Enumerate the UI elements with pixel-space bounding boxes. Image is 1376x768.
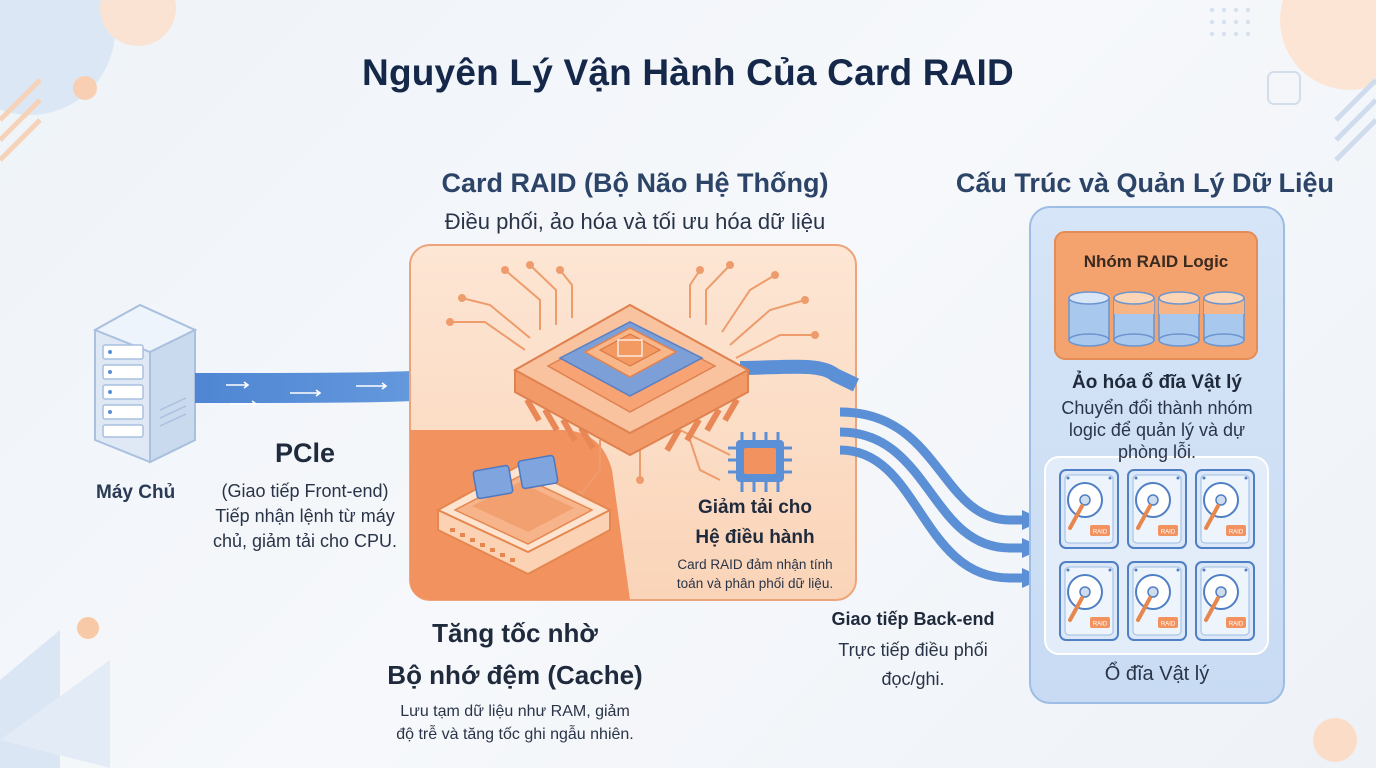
pcie-desc-line2: chủ, giảm tải cho CPU.: [212, 531, 398, 551]
physical-disks-label: Ổ đĩa Vật lý: [1104, 663, 1210, 685]
os-offload-chip-icon: [728, 432, 792, 492]
hard-disk-icon: RAID: [1195, 561, 1255, 641]
virtualization-desc-line2: logic để quản lý và dự: [1068, 420, 1246, 440]
cache-memory-icon: [435, 454, 613, 576]
hard-disk-icon: RAID: [1127, 561, 1187, 641]
storage-header: Cấu Trúc và Quản Lý Dữ Liệu: [945, 168, 1345, 199]
circuit-traces: [446, 261, 819, 499]
cache-desc-line2: độ trễ và tăng tốc ghi ngẫu nhiên.: [396, 726, 634, 743]
backend-desc-line1: Trực tiếp điều phối: [838, 640, 988, 660]
virtualization-desc-line1: Chuyển đổi thành nhóm: [1061, 398, 1253, 418]
os-offload-title-line2: Hệ điều hành: [695, 527, 815, 548]
virtualization-desc-line3: phòng lỗi.: [1117, 442, 1197, 462]
pcie-subtitle: (Giao tiếp Front-end): [221, 481, 389, 501]
backend-title: Giao tiếp Back-end: [831, 609, 995, 629]
backend-desc-line2: đọc/ghi.: [881, 669, 945, 689]
page-title: Nguyên Lý Vận Hành Của Card RAID: [362, 52, 1014, 93]
backend-links: [839, 407, 1025, 583]
pcie-title: PCle: [274, 438, 336, 468]
os-offload-block: Giảm tải cho Hệ điều hành Card RAID đảm …: [655, 497, 855, 591]
server-label: Máy Chủ: [96, 482, 176, 503]
os-offload-desc-line1: Card RAID đảm nhận tính: [677, 557, 833, 572]
raid-card-header: Card RAID (Bộ Não Hệ Thống) Điều phối, ả…: [400, 168, 870, 235]
raid-processor-chip: [512, 303, 751, 457]
disk-tag-label: RAID: [1161, 530, 1176, 536]
storage-title: Cấu Trúc và Quản Lý Dữ Liệu: [955, 168, 1335, 198]
os-offload-title-line1: Giảm tải cho: [697, 497, 813, 518]
disk-tag-label: RAID: [1161, 622, 1176, 628]
hard-disk-icon: RAID: [1195, 469, 1255, 549]
cache-block: Tăng tốc nhờ Bộ nhớ đệm (Cache) Lưu tạm …: [360, 618, 670, 744]
disk-tag-label: RAID: [1229, 622, 1244, 628]
raid-card-title: Card RAID (Bộ Não Hệ Thống): [441, 168, 829, 198]
hard-disk-icon: RAID: [1127, 469, 1187, 549]
raid-group-label: Nhóm RAID Logic: [1083, 252, 1229, 271]
physical-disk-grid: RAID RAID RAID RAID RAID RAID: [1059, 469, 1255, 641]
cache-title-line1: Tăng tốc nhờ: [432, 618, 598, 648]
pcie-desc-line1: Tiếp nhận lệnh từ máy: [215, 506, 395, 526]
cache-title-line2: Bộ nhớ đệm (Cache): [387, 660, 643, 690]
pcie-block: PCle (Giao tiếp Front-end) Tiếp nhận lện…: [200, 438, 410, 552]
hard-disk-icon: RAID: [1059, 469, 1119, 549]
virtualization-block: Ảo hóa ổ đĩa Vật lý Chuyển đổi thành nhó…: [1030, 372, 1284, 463]
virtualization-title: Ảo hóa ổ đĩa Vật lý: [1072, 372, 1242, 393]
raid-card-subtitle: Điều phối, ảo hóa và tối ưu hóa dữ liệu: [444, 209, 826, 234]
cache-desc-line1: Lưu tạm dữ liệu như RAM, giảm: [400, 703, 630, 720]
disk-tag-label: RAID: [1093, 530, 1108, 536]
hard-disk-icon: RAID: [1059, 561, 1119, 641]
backend-block: Giao tiếp Back-end Trực tiếp điều phối đ…: [808, 609, 1018, 690]
raid-logic-cylinders: [1068, 291, 1245, 347]
server-icon: [92, 303, 198, 464]
os-offload-desc-line2: toán và phân phối dữ liệu.: [676, 576, 834, 591]
disk-tag-label: RAID: [1229, 530, 1244, 536]
disk-tag-label: RAID: [1093, 622, 1108, 628]
